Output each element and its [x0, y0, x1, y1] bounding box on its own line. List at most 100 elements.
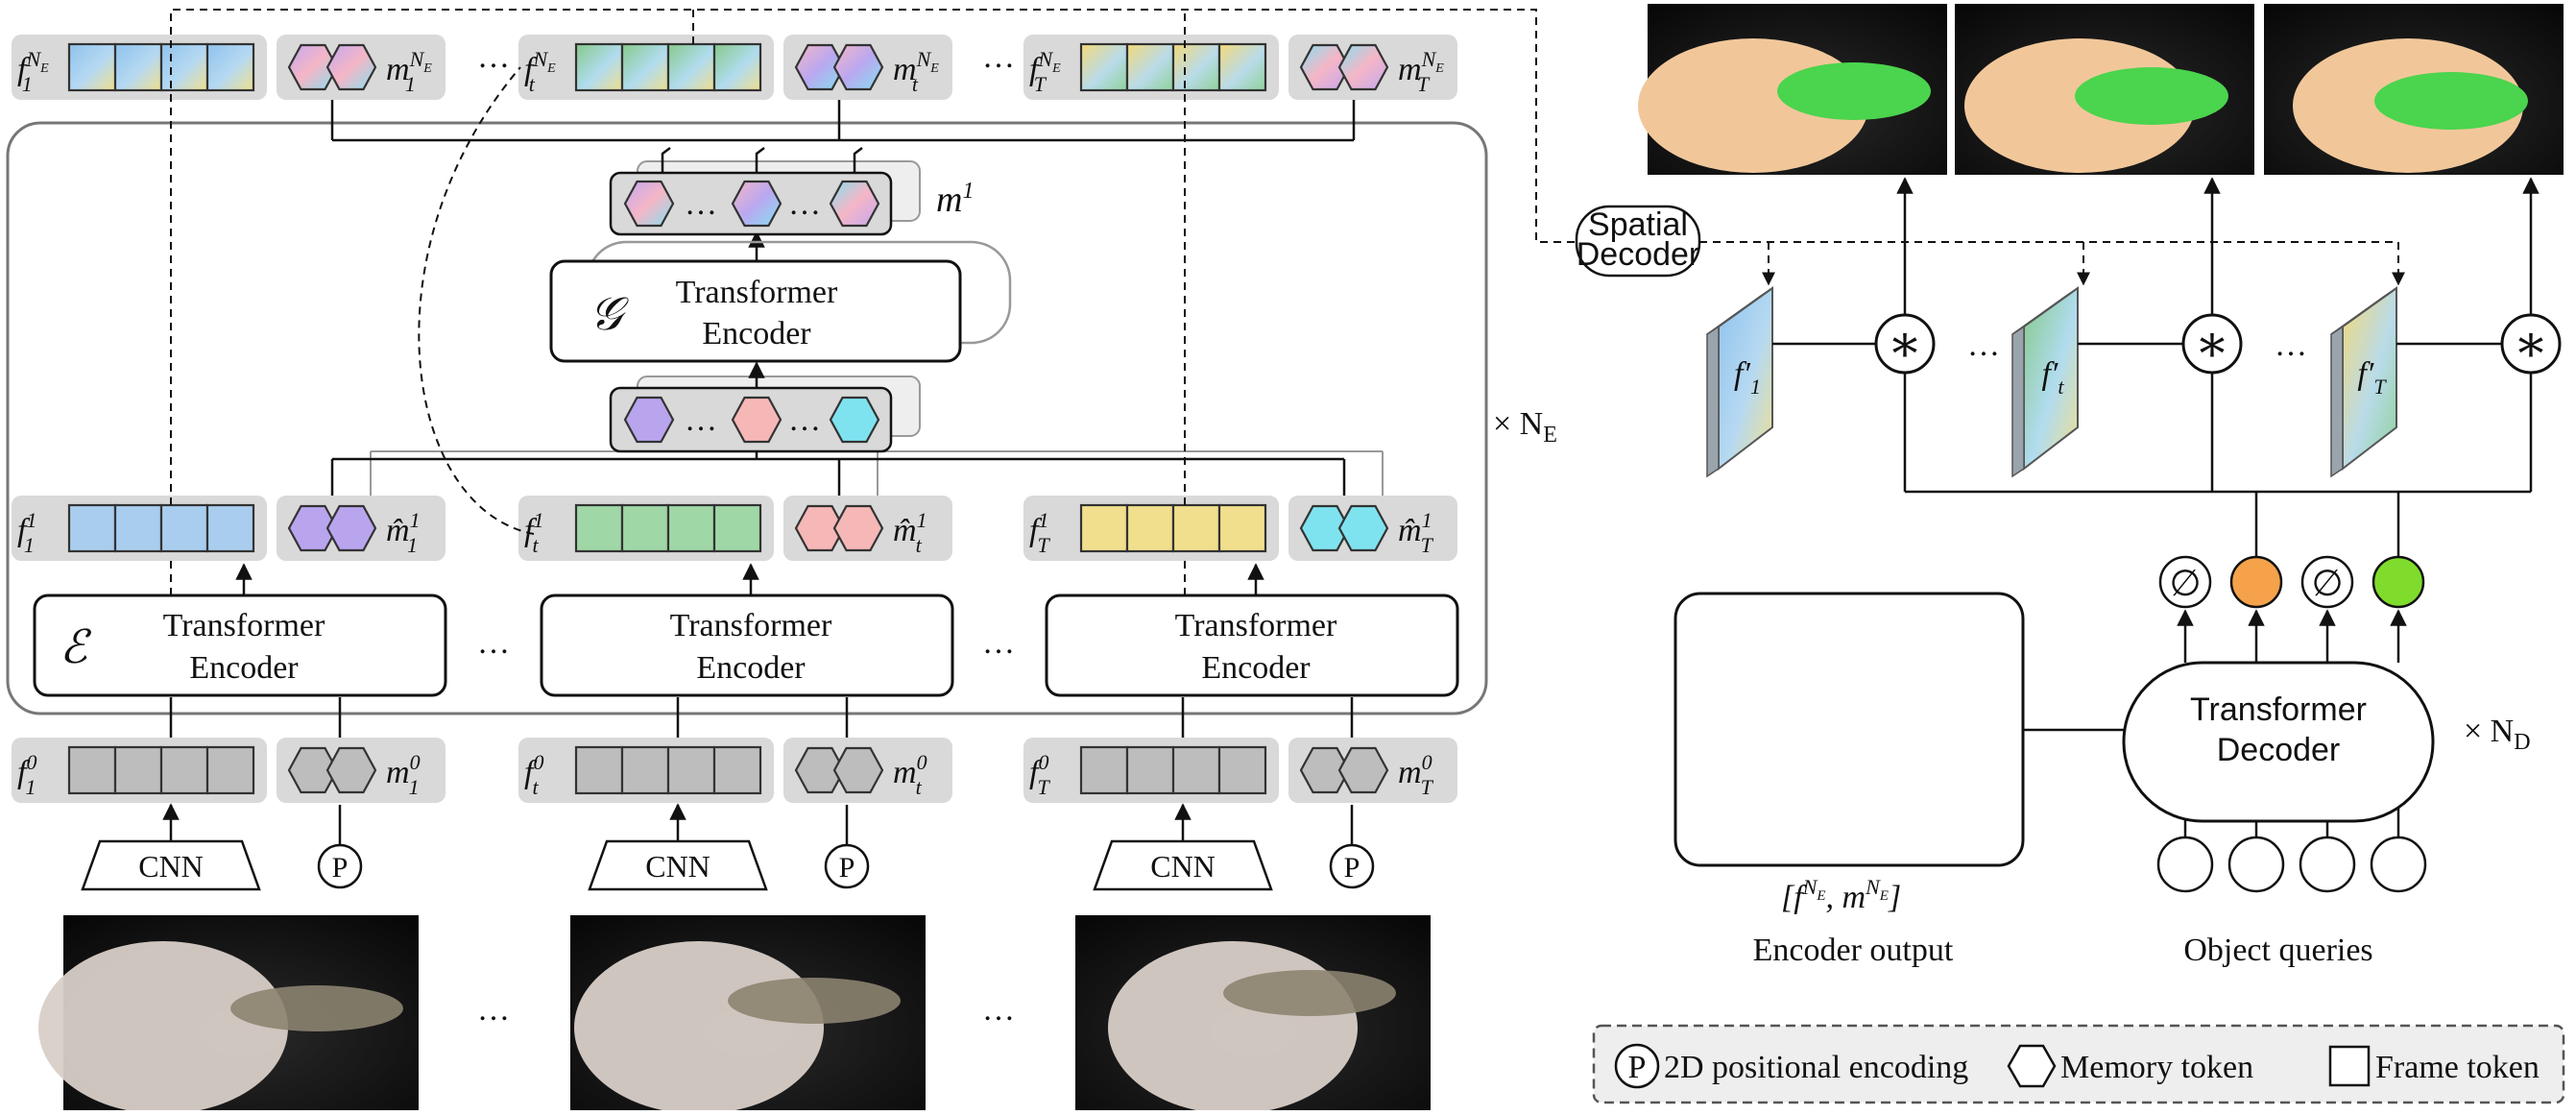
layer0-frame-tokens [1079, 745, 1267, 795]
feature-map-top [2011, 287, 2079, 335]
ellipsis-text: … [1967, 327, 2000, 363]
layer0-memory-token [325, 746, 377, 794]
empty-symbol: ∅ [2169, 564, 2201, 604]
layer1-memory-token [1337, 504, 1389, 552]
positional-encoding-label: P [1344, 852, 1360, 884]
memory-token [623, 180, 675, 228]
feature-map-side [2011, 325, 2025, 478]
encoder-label-line1: Transformer [1175, 608, 1337, 643]
encoder-label-line1: Transformer [670, 608, 832, 643]
ellipsis-text: … [788, 186, 821, 222]
transformer-decoder: Transformer Decoder [2122, 661, 2435, 823]
frame-token [666, 503, 716, 553]
frame-token [67, 503, 117, 553]
frame-token [159, 503, 209, 553]
cnn-block [1093, 839, 1273, 891]
frame-token [620, 42, 670, 92]
legend: P 2D positional encoding Memory token Fr… [1592, 1024, 2565, 1104]
memory-token [731, 396, 782, 444]
frame-token [712, 745, 762, 795]
memory-transformer-encoder: 𝒢 Transformer Encoder [549, 240, 1012, 363]
memory-m1-label: m1 [936, 179, 974, 220]
encoder-label-line2: Encoder [1201, 650, 1311, 686]
frame-token [1125, 745, 1175, 795]
layer1-frame-tokens [574, 503, 762, 553]
frame-token [67, 745, 117, 795]
frame-token [113, 42, 163, 92]
feature-map-top [2330, 287, 2397, 335]
frame-transformer-encoder [33, 594, 447, 697]
frame-token [1125, 42, 1175, 92]
memory-token [829, 180, 880, 228]
encoder-output-label: Encoder output [1753, 933, 1954, 968]
layer0-frame-tokens [574, 745, 762, 795]
top-memory-token [1337, 43, 1389, 91]
feature-map-label: f′t [2041, 356, 2064, 399]
encoder-label-line1: Transformer [163, 608, 325, 643]
layer1-frame-tokens [67, 503, 255, 553]
frame-token [113, 503, 163, 553]
object-query [2299, 836, 2356, 893]
feature-map-3: f′T [2330, 286, 2402, 478]
layer0-memory-token [832, 746, 884, 794]
skip-dashed-curve [418, 66, 535, 535]
lizard-mask-shape [1777, 62, 1931, 120]
convolution-symbol: ∗ [2514, 315, 2549, 373]
empty-query-output [2300, 555, 2354, 609]
lizard-mask-shape [2075, 67, 2228, 125]
input-frame-image [570, 915, 926, 1114]
frame-token [574, 745, 624, 795]
svg-text:Transformer: Transformer [2190, 691, 2367, 728]
g-encoder-line1: Transformer [676, 275, 838, 310]
frame-token [205, 503, 255, 553]
cnn-block [81, 839, 261, 891]
encoder-output-math: [fNE, mNE] [1781, 875, 1901, 915]
positional-encoding-label: P [839, 852, 855, 884]
times-ne-label: × NE [1493, 406, 1557, 448]
m1-branch [661, 147, 671, 173]
svg-text:Decoder: Decoder [2217, 732, 2341, 768]
convolution-symbol: ∗ [1888, 315, 1923, 373]
skip-dashed-line [170, 9, 1577, 505]
feature-map-side [2330, 325, 2344, 478]
encoder-section: × NE [6, 121, 1557, 715]
ellipsis-text: … [982, 625, 1015, 661]
g-symbol: 𝒢 [590, 289, 629, 340]
memory-token [623, 396, 675, 444]
frame-token [1079, 42, 1129, 92]
encoder-label-line2: Encoder [696, 650, 806, 686]
frame-token [620, 503, 670, 553]
frame-token [1171, 42, 1221, 92]
empty-query-output [2158, 555, 2212, 609]
frame-token [67, 42, 117, 92]
layer1-frame-tokens [1079, 503, 1267, 553]
frame-token [666, 745, 716, 795]
legend-frame: Frame token [2375, 1050, 2540, 1085]
ellipsis-text: … [477, 625, 510, 661]
ellipsis-text: … [685, 402, 717, 438]
frame-transformer-encoder [540, 594, 954, 697]
lizard-shape [1223, 970, 1396, 1016]
frame-token [1217, 42, 1267, 92]
input-frame-image [1075, 915, 1431, 1114]
object-query [2227, 836, 2285, 893]
feature-map-label: f′T [2357, 356, 2387, 399]
frame-token [159, 745, 209, 795]
cnn-label: CNN [138, 849, 204, 884]
output-mask-image [1955, 4, 2254, 175]
e-symbol: ℰ [60, 622, 92, 673]
feature-map-top [1706, 287, 1773, 335]
m1-branch [853, 147, 863, 173]
convolution-symbol: ∗ [2195, 315, 2230, 373]
